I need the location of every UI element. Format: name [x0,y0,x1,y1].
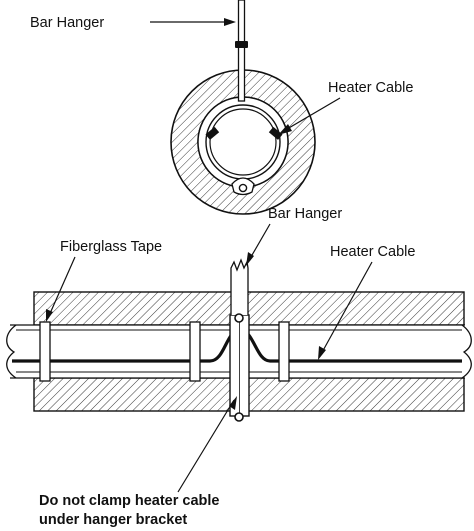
bar-hanger-arrow-side [246,252,254,266]
heater-cable-arrow-top [278,124,292,135]
note-line-2: under hanger bracket [39,512,187,528]
fiberglass-tape-band-1 [39,321,51,382]
fiberglass-tape-band-3 [278,321,290,382]
note-line-1: Do not clamp heater cable [39,493,220,509]
cross-section-view: Bar Hanger Heater Cable [30,0,413,215]
fiberglass-tape-arrow [46,309,53,322]
side-view: Bar Hanger Fiberglass Tape Heater Cable … [6,206,472,528]
pipe-break-right [461,324,472,379]
bar-hanger-label-side: Bar Hanger [268,206,342,222]
heater-cable-top [235,41,248,48]
clamp-bolt-top-side [234,313,244,323]
pipe-inner-wall [209,108,277,176]
note-arrow [229,396,237,410]
heater-cable-arrow-side [318,346,326,360]
bar-hanger-rod-side [230,258,249,315]
clamp-bolt [238,183,248,193]
bar-hanger-rod-top [237,0,246,102]
heater-cable-label-side: Heater Cable [330,244,415,260]
heater-cable-leader-top [281,97,341,133]
heater-cable-leader-side [319,261,373,357]
note-leader [177,399,235,493]
bar-hanger-arrow-top [224,18,236,26]
pipe-break-left [6,324,17,379]
heater-cable-left [205,126,220,140]
fiberglass-tape-leader [47,256,76,319]
bar-hanger-label-top: Bar Hanger [30,15,104,31]
heater-cable-label-top: Heater Cable [328,80,413,96]
fiberglass-tape-label: Fiberglass Tape [60,239,162,255]
heater-cable-right [268,126,283,140]
clamp-bolt-bottom-side [234,412,244,422]
fiberglass-tape-band-2 [189,321,201,382]
